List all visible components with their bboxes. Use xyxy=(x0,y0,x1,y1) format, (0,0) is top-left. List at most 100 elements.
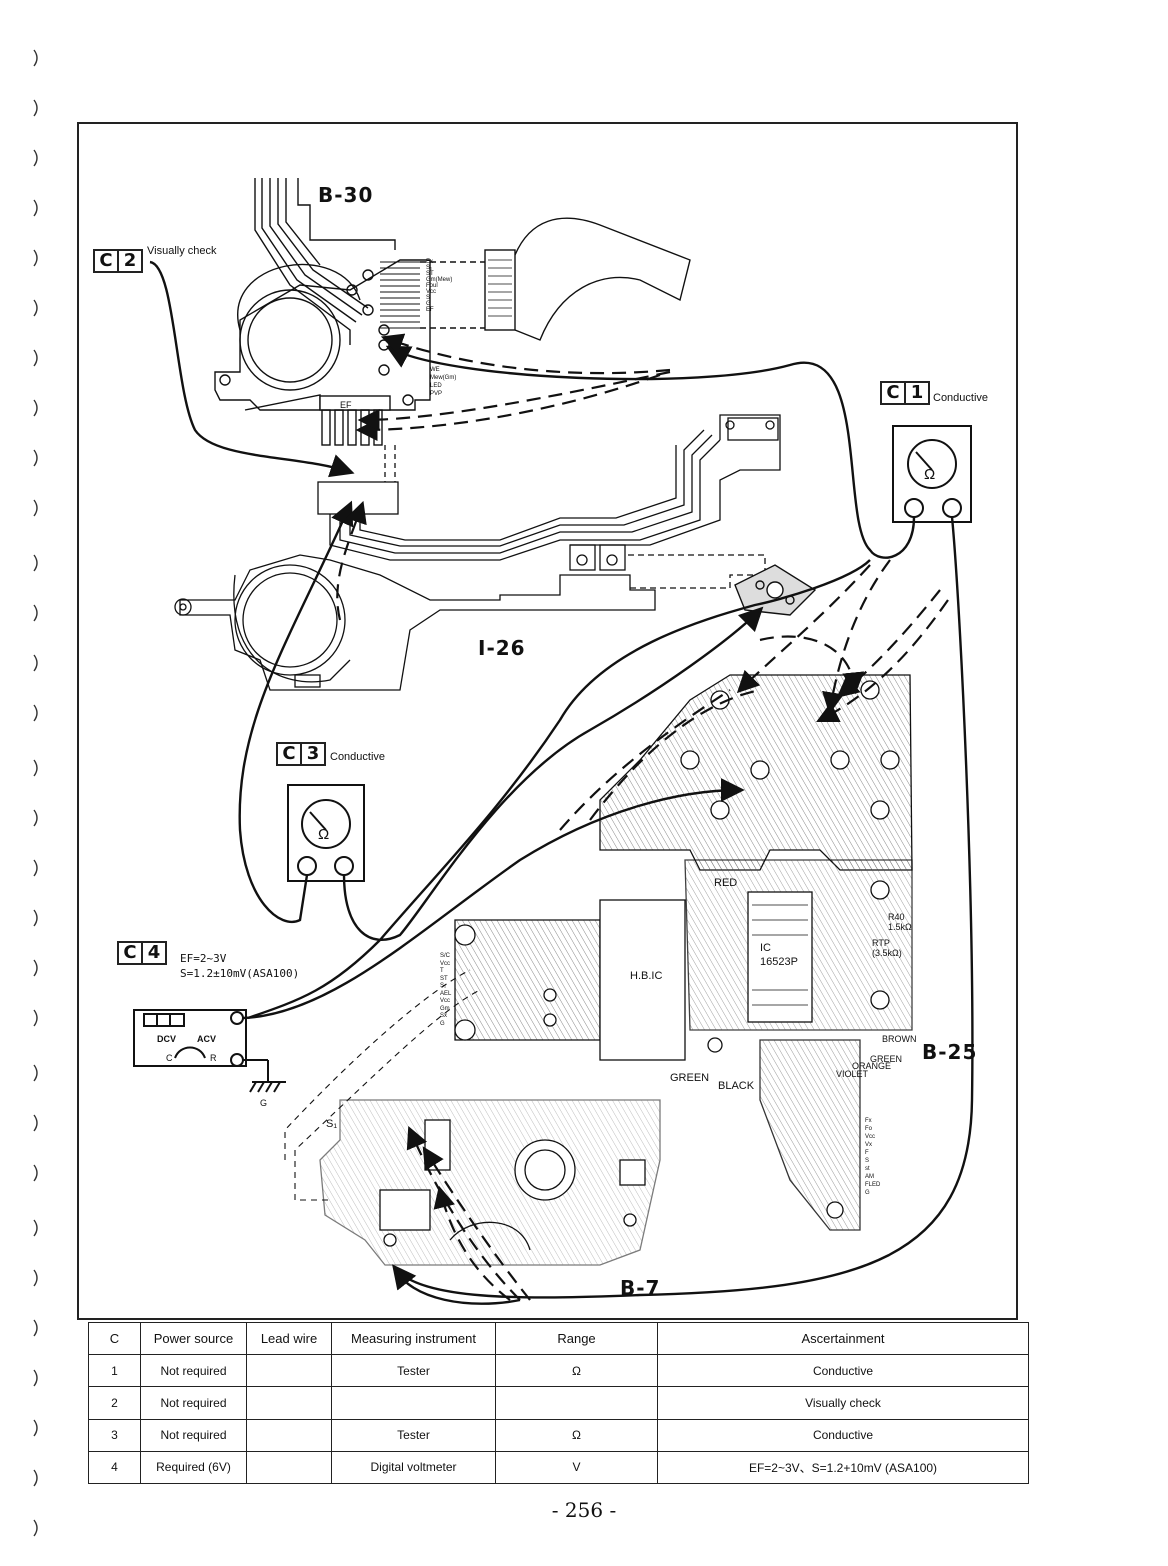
check-c-letter: C xyxy=(99,250,113,271)
check-number: 4 xyxy=(141,943,165,963)
table-cell: V xyxy=(495,1450,658,1485)
r40-label: R40 xyxy=(888,912,905,922)
table-cell: 4 xyxy=(88,1450,141,1485)
b30-pin: PVP xyxy=(430,391,443,397)
s1-label: S₁ xyxy=(326,1118,338,1130)
hbic-label: H.B.IC xyxy=(630,970,663,982)
check-c-letter: C xyxy=(123,942,137,963)
wire-black-label: BLACK xyxy=(718,1080,755,1092)
b30-pin: EF xyxy=(426,307,434,313)
b25-pin: T xyxy=(440,968,444,974)
rtp-value: (3.5kΩ) xyxy=(872,948,902,958)
rtp-label: RTP xyxy=(872,938,890,948)
b25-pin: Vcc xyxy=(440,998,451,1004)
board-b30 xyxy=(214,178,691,446)
table-cell: Not required xyxy=(140,1354,247,1388)
check-c-letter: C xyxy=(282,743,296,764)
board-label-b30: B-30 xyxy=(318,183,374,207)
b25-right-pin: Fo xyxy=(865,1126,873,1132)
table-cell xyxy=(246,1418,332,1452)
table-cell: Visually check xyxy=(657,1386,1029,1420)
table-cell: Tester xyxy=(331,1418,496,1452)
board-b7 xyxy=(319,1099,661,1266)
dashed-thin-lines xyxy=(284,969,481,1201)
b30-pin: ST xyxy=(426,271,434,277)
table-cell xyxy=(246,1386,332,1420)
table-cell: Ω xyxy=(495,1418,658,1452)
table-row: 2 Not required Visually check xyxy=(88,1386,1029,1420)
table-cell: Digital voltmeter xyxy=(331,1450,496,1485)
b25-pin: Gm xyxy=(440,1005,450,1012)
b30-pin: WE xyxy=(430,367,440,373)
b30-pin: Foul xyxy=(426,283,438,289)
ic-part-number: 16523P xyxy=(760,956,798,968)
wire-green-label: GREEN xyxy=(670,1072,710,1084)
meter-dcv-label: DCV xyxy=(157,1034,177,1044)
b25-pin: G xyxy=(440,1020,445,1027)
b25-pin: S₁ xyxy=(440,983,447,989)
wire-green-small-label: GREEN xyxy=(870,1054,903,1064)
meter-c-mark: C xyxy=(166,1053,173,1063)
ef-label: EF xyxy=(340,400,352,410)
ohm-symbol-c3: Ω xyxy=(318,826,330,843)
circuit-diagram xyxy=(133,178,974,1305)
table-cell: Ω xyxy=(495,1354,658,1388)
table-cell: 2 xyxy=(88,1386,141,1420)
check-label-c4: C 4 xyxy=(117,941,167,965)
column-header: Lead wire xyxy=(246,1321,332,1356)
column-header: Range xyxy=(495,1321,658,1356)
column-header: Measuring instrument xyxy=(331,1321,496,1356)
b25-pin: Sx xyxy=(440,1013,448,1019)
b30-pin-list-lower: WE Mew(Gm) LED PVP xyxy=(430,366,456,398)
b30-pin: LED xyxy=(430,383,442,389)
table-header-row: C Power source Lead wire Measuring instr… xyxy=(88,1321,1029,1356)
table-cell: 3 xyxy=(88,1418,141,1452)
page-number: - 256 - xyxy=(551,1498,617,1522)
probe-dashed-lines xyxy=(336,333,949,1301)
b25-right-pin: S xyxy=(865,1158,870,1164)
b25-pin-list: S/C Vcc T ST S₁ AEL Vcc Gm Sx G xyxy=(440,953,451,1028)
lead-wires xyxy=(149,260,974,1305)
b25-right-pin: F xyxy=(865,1150,869,1156)
check-label-c3: C 3 xyxy=(276,742,326,766)
table-cell: Conductive xyxy=(657,1418,1029,1452)
table-row: 4 Required (6V) Digital voltmeter V EF=2… xyxy=(88,1450,1029,1485)
table-row: 1 Not required Tester Ω Conductive xyxy=(88,1354,1029,1388)
b30-pin: Ex xyxy=(426,259,434,265)
b25-right-pin: st xyxy=(865,1166,870,1172)
check-note-c3: Conductive xyxy=(330,751,386,763)
table-cell xyxy=(331,1386,496,1420)
check-note-c2: Visually check xyxy=(147,245,217,257)
diagram-frame xyxy=(77,122,1018,1320)
column-header: Ascertainment xyxy=(657,1321,1029,1356)
table-cell: Not required xyxy=(140,1386,247,1420)
check-number: 2 xyxy=(117,251,141,271)
b25-right-pin: Fx xyxy=(865,1118,872,1124)
b25-right-pin: AM xyxy=(865,1174,874,1180)
b25-pin: AEL xyxy=(440,990,452,997)
table-cell: 1 xyxy=(88,1354,141,1388)
b30-pin: Mew(Gm) xyxy=(430,375,457,381)
b25-right-pin: Vcc xyxy=(865,1134,876,1140)
ground-label: G xyxy=(260,1098,268,1108)
binding-marks xyxy=(33,49,38,1537)
meter-r-mark: R xyxy=(210,1053,217,1063)
b30-pin: S₁ xyxy=(426,265,433,271)
b25-right-pin: FLED xyxy=(865,1182,881,1188)
wire-red-label: RED xyxy=(714,877,738,889)
table-cell: Tester xyxy=(331,1354,496,1388)
b30-pin-list: Ex S₁ ST Gm(Mew) Foul Vcc S G EF xyxy=(426,259,452,313)
ohm-symbol-c1: Ω xyxy=(924,466,936,483)
board-b25 xyxy=(454,674,913,1231)
table-row: 3 Not required Tester Ω Conductive xyxy=(88,1418,1029,1452)
voltmeter-c4 xyxy=(133,1009,286,1093)
wire-violet-label: VIOLET xyxy=(836,1069,869,1079)
ic-label: IC xyxy=(760,942,771,954)
table-cell: Conductive xyxy=(657,1354,1029,1388)
meter-acv-label: ACV xyxy=(197,1034,217,1044)
table-cell xyxy=(495,1386,658,1420)
table-cell: Required (6V) xyxy=(140,1450,247,1485)
switch-part xyxy=(734,564,817,616)
tester-c1 xyxy=(892,425,972,523)
b30-pin: Vcc xyxy=(426,289,437,295)
